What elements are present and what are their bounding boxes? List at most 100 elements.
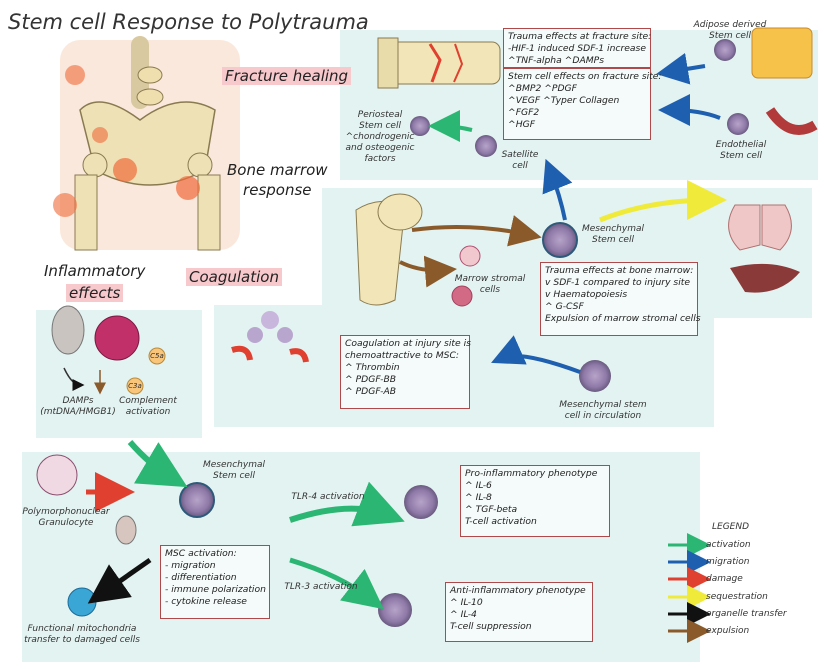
arrow-organelle-transfer bbox=[87, 557, 152, 604]
c5a-marker bbox=[148, 347, 166, 365]
box-line: ^ IL-4 bbox=[450, 609, 477, 620]
arrow-activation-satellite bbox=[428, 110, 473, 143]
legend-item-organelle-transfer: organelle transfer bbox=[706, 609, 787, 619]
arrow-tlr3 bbox=[289, 557, 384, 610]
bone-marrow-label-2: response bbox=[243, 181, 312, 199]
c3a-label: C3a bbox=[128, 382, 142, 390]
box-line: T-cell suppression bbox=[450, 621, 532, 632]
c3a-marker bbox=[126, 377, 144, 395]
complement-label-line-0: Complement bbox=[119, 396, 177, 406]
box-line: ^ PDGF-BB bbox=[345, 374, 397, 385]
arrow-activation-complement bbox=[127, 440, 188, 488]
pro-inflammatory-cell bbox=[404, 485, 438, 519]
box-line: ^ IL-8 bbox=[465, 492, 492, 503]
bone-marrow-label: Bone marrow bbox=[227, 161, 328, 179]
msc-activation-box: MSC activation:- migration- differentiat… bbox=[160, 545, 270, 619]
anti-inflammatory-box: Anti-inflammatory phenotype^ IL-10^ IL-4… bbox=[445, 582, 593, 642]
page-title: Stem cell Response to Polytrauma bbox=[8, 10, 369, 34]
adipose-tissue bbox=[751, 27, 813, 79]
box-line: ^BMP2 ^PDGF bbox=[508, 83, 577, 94]
box-line: v Haematopoiesis bbox=[545, 289, 628, 300]
marrow-stromal-cell-2 bbox=[451, 285, 473, 307]
pelvis-skeleton bbox=[53, 36, 240, 251]
legend-item-sequestration: sequestration bbox=[706, 592, 768, 602]
mitochondrion bbox=[51, 305, 85, 355]
legend: LEGEND activation migration damage seque… bbox=[706, 518, 816, 648]
granulocyte-label-line-1: Granulocyte bbox=[38, 518, 94, 528]
section-bone-marrow: Bone marrow response bbox=[227, 160, 328, 200]
box-heading: MSC activation: bbox=[165, 548, 237, 559]
arrow-expulsion-1 bbox=[411, 215, 542, 247]
box-line: ^FGF2 bbox=[508, 107, 540, 118]
box-line: ^ PDGF-AB bbox=[345, 386, 397, 397]
complement-label-line-1: activation bbox=[125, 407, 171, 417]
box-line: ^TNF-alpha ^DAMPs bbox=[508, 55, 604, 66]
box-line: chemoattractive to MSC: bbox=[345, 350, 459, 361]
periosteal-stem-cell bbox=[410, 116, 430, 136]
box-line: ^ TGF-beta bbox=[465, 504, 518, 515]
mesenchymal-top-label-line-0: Mesenchymal bbox=[582, 224, 644, 234]
damps-label: DAMPs(mtDNA/HMGB1) bbox=[38, 396, 118, 418]
marrow-stromal-cell-1 bbox=[459, 245, 481, 267]
stem-fracture-box: Stem cell effects on fracture site:^BMP2… bbox=[503, 68, 662, 140]
trauma-fracture-box: Trauma effects at fracture site:-HIF-1 i… bbox=[503, 28, 651, 68]
marrow-stromal-label-line-0: Marrow stromal bbox=[454, 274, 526, 284]
granulocyte-cell bbox=[36, 454, 78, 496]
box-line: v SDF-1 compared to injury site bbox=[545, 277, 691, 288]
box-line: ^ IL-10 bbox=[450, 597, 483, 608]
legend-item-activation: activation bbox=[706, 540, 751, 550]
liver bbox=[730, 263, 800, 293]
trauma-marrow-box: Trauma effects at bone marrow:v SDF-1 co… bbox=[540, 262, 701, 336]
msc-bottom-cell bbox=[179, 482, 215, 518]
box-line: - differentiation bbox=[165, 572, 237, 583]
box-line: - immune polarization bbox=[165, 584, 266, 595]
mesenchymal-stem-cell-top bbox=[542, 222, 578, 258]
inflammatory-label: Inflammatory bbox=[44, 262, 146, 280]
periosteal-label-line-2: ^chondrogenic bbox=[345, 132, 415, 142]
arrow-damps-1 bbox=[63, 367, 85, 391]
box-line: ^ G-CSF bbox=[545, 301, 584, 312]
periosteal-label-line-3: and osteogenic bbox=[345, 143, 415, 153]
satellite-label-line-1: cell bbox=[512, 161, 528, 171]
satellite-cell bbox=[475, 135, 497, 157]
box-line: - migration bbox=[165, 560, 216, 571]
section-fracture-healing: Fracture healing bbox=[222, 67, 352, 85]
legend-item-damage: damage bbox=[706, 574, 743, 584]
inflammatory-label-2: effects bbox=[66, 284, 124, 302]
msc-bottom-label-line-1: Stem cell bbox=[213, 471, 255, 481]
tlr4-label: TLR-4 activation bbox=[291, 492, 365, 502]
periosteal-label-line-1: Stem cell bbox=[359, 121, 401, 131]
msc-circulation-cell bbox=[579, 360, 611, 392]
anti-inflammatory-cell bbox=[378, 593, 412, 627]
arrow-sequestration bbox=[599, 180, 727, 223]
damps-label-line-1: (mtDNA/HMGB1) bbox=[40, 407, 116, 417]
section-coagulation: Coagulation bbox=[186, 268, 282, 286]
arrow-migration-adipose bbox=[656, 52, 706, 85]
arrow-migration-circulation bbox=[491, 335, 581, 374]
legend-title: LEGEND bbox=[712, 522, 750, 532]
box-heading: Stem cell effects on fracture site: bbox=[508, 71, 662, 82]
box-line: Expulsion of marrow stromal cells bbox=[545, 313, 701, 324]
periosteal-label-line-0: Periosteal bbox=[357, 110, 403, 120]
msc-circulation-label-line-0: Mesenchymal stem bbox=[559, 400, 647, 410]
adipose-label-line-1: Stem cell bbox=[709, 31, 751, 41]
arrow-tlr4 bbox=[289, 481, 405, 527]
section-inflammatory: Inflammatory effects bbox=[44, 260, 145, 304]
lungs bbox=[728, 204, 792, 251]
platelet-cluster bbox=[231, 311, 309, 363]
msc-circulation-label-line-1: cell in circulation bbox=[564, 411, 642, 421]
arrow-expulsion-2 bbox=[399, 255, 457, 288]
complement-cell bbox=[94, 315, 140, 361]
coagulation-label: Coagulation bbox=[186, 268, 282, 286]
box-heading: Trauma effects at bone marrow: bbox=[545, 265, 694, 276]
box-heading: Anti-inflammatory phenotype bbox=[450, 585, 586, 596]
